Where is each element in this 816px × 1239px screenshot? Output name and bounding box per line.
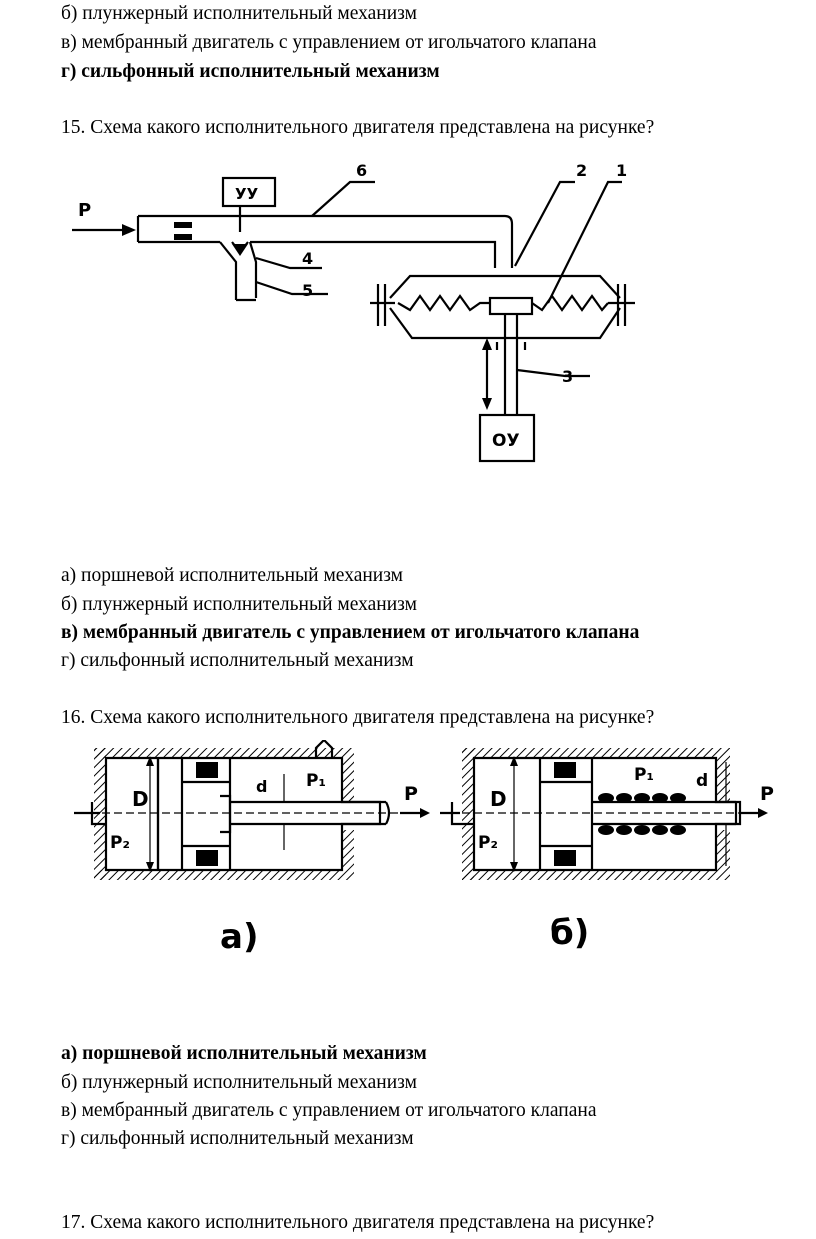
q16a-label-p2: P₂ [110,833,130,853]
q16-option-b: б) плунжерный исполнительный механизм [61,1072,417,1093]
q16a-label-d-small: d [256,777,267,796]
q15-label-uu: УУ [235,185,259,203]
q15-question: 15. Схема какого исполнительного двигате… [61,117,655,138]
q14-option-b: б) плунжерный исполнительный механизм [61,3,417,24]
q15-label-1: 1 [616,161,627,180]
q16-question: 16. Схема какого исполнительного двигате… [61,707,655,728]
q16b-label-d-small: d [696,771,708,791]
q16b-label-p: P [760,783,774,805]
q15-membrane-actuator-diagram: P УУ ОУ 6 2 1 4 5 3 [72,161,635,463]
q15-label-5: 5 [302,281,313,300]
q16-option-a-correct: а) поршневой исполнительный механизм [61,1043,427,1064]
q15-option-b: б) плунжерный исполнительный механизм [61,594,417,615]
q16b-label-p2: P₂ [478,833,498,853]
q16-figure-a-piston-actuator: D P₂ d P₁ P а) [74,740,430,957]
q16a-label-p: P [404,783,418,805]
q15-label-6: 6 [356,161,367,180]
q16-option-g: г) сильфонный исполнительный механизм [61,1128,414,1149]
q15-option-g: г) сильфонный исполнительный механизм [61,650,414,671]
q17-question: 17. Схема какого исполнительного двигате… [61,1212,655,1233]
q15-option-v-correct: в) мембранный двигатель с управлением от… [61,622,640,643]
q15-option-a: а) поршневой исполнительный механизм [61,565,403,586]
q16b-label-p1: P₁ [634,765,654,785]
q15-label-4: 4 [302,249,313,268]
q16b-label-d: D [490,787,507,811]
q16-figure-b-piston-spring-actuator: D P₂ P₁ d P б) [440,748,774,953]
q14-option-v: в) мембранный двигатель с управлением от… [61,32,597,53]
q16a-label-d: D [132,787,149,811]
q15-label-p: P [78,200,91,221]
q16-option-v: в) мембранный двигатель с управлением от… [61,1100,597,1121]
q15-label-ou: ОУ [492,431,520,451]
q16a-label-p1: P₁ [306,771,326,791]
q16b-caption: б) [550,913,589,953]
q14-option-g-correct: г) сильфонный исполнительный механизм [61,61,440,82]
q16a-caption: а) [220,917,258,957]
q15-label-2: 2 [576,161,587,180]
q15-label-3: 3 [562,367,573,386]
